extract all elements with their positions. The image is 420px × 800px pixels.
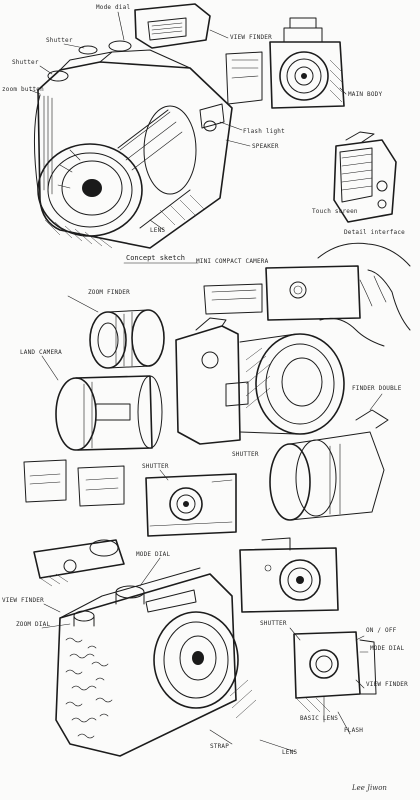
label-on-off: ON / OFF: [366, 627, 397, 634]
retro-camera-sketch: [55, 567, 257, 757]
label-flashlight: Flash light: [243, 128, 285, 135]
label-lens: LENS: [150, 227, 165, 234]
label-lens-bottom: LENS: [282, 749, 297, 756]
artist-signature: Lee Jiwon: [351, 784, 387, 792]
label-shutter-bottom: SHUTTER: [260, 620, 287, 627]
label-flash: FLASH: [344, 727, 363, 734]
finder-double-sketch: [269, 409, 389, 521]
main-camera-sketch: [33, 3, 233, 249]
label-zoom-dial: ZOOM DIAL: [16, 621, 50, 628]
retro-top-view: [33, 539, 125, 587]
label-mini-compact: MINI COMPACT CAMERA: [196, 258, 269, 265]
compact-front-camera: [145, 473, 237, 537]
label-mode-dial-top: Mode dial: [96, 4, 130, 11]
bottom-right-compact-top: [239, 537, 339, 613]
detail-interface-camera: [333, 131, 397, 223]
label-land-camera: LAND CAMERA: [20, 349, 62, 356]
label-view-finder-bottom: VIEW FINDER: [2, 597, 44, 604]
label-speaker: SPEAKER: [252, 143, 279, 150]
front-view-camera: [225, 17, 345, 109]
land-camera-sketch: [55, 375, 163, 451]
label-shutter-top: Shutter: [46, 37, 73, 44]
label-basic-lens: BASIC LENS: [300, 715, 338, 722]
central-camera-sketch: [175, 317, 345, 445]
label-view-finder-right: VIEW FINDER: [366, 681, 408, 688]
label-shutter-mid2: SHUTTER: [232, 451, 259, 458]
label-main-body: MAIN BODY: [348, 91, 382, 98]
label-zoom-finder: ZOOM FINDER: [88, 289, 130, 296]
label-shutter-mid: SHUTTER: [142, 463, 169, 470]
bottom-right-compact-front: [293, 631, 377, 713]
label-zoom-button: zoom button: [2, 86, 44, 93]
label-finder-double: FINDER DOUBLE: [352, 385, 402, 392]
label-viewfinder-top: VIEW FINDER: [230, 34, 272, 41]
mini-compact-cameras: [203, 265, 361, 321]
hand-holding-camera: [317, 242, 411, 347]
label-detail-interface: Detail interface: [344, 229, 405, 236]
label-touch-screen: Touch screen: [312, 208, 358, 215]
zoom-finder-sketch: [89, 309, 165, 369]
label-mode-dial-right: MODE DIAL: [370, 645, 404, 652]
compact-side-views: [23, 459, 125, 507]
label-strap: STRAP: [210, 743, 229, 750]
label-shutter-left: Shutter: [12, 59, 39, 66]
label-mode-dial-bottom: MODE DIAL: [136, 551, 170, 558]
label-concept-sketch: Concept sketch: [126, 254, 185, 262]
